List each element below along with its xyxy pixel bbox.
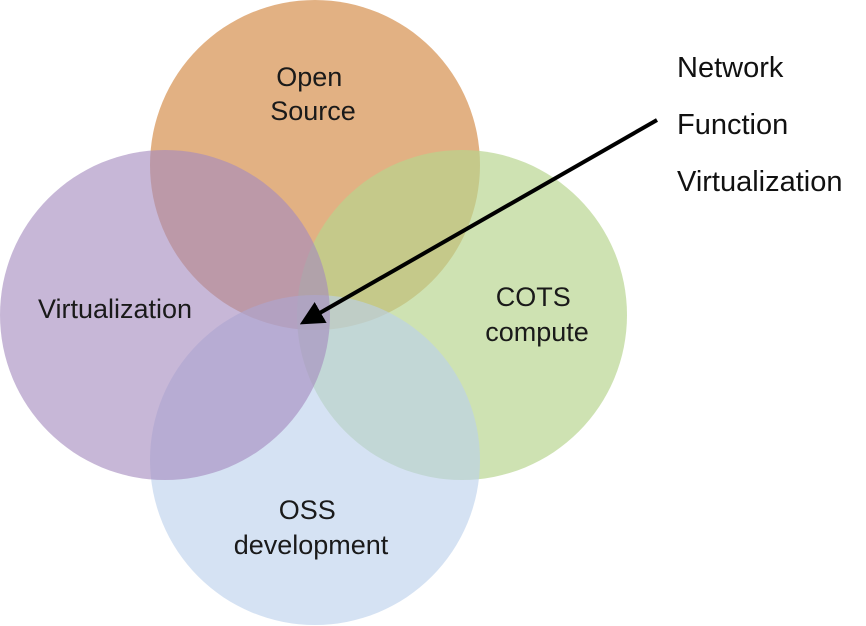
open-source-label: Open Source — [270, 62, 356, 126]
oss-development-label-line1: OSS — [279, 495, 336, 525]
callout-arrow — [299, 118, 658, 325]
oss-development-label: OSS development — [234, 495, 389, 560]
open-source-label-line1: Open — [276, 62, 342, 92]
cots-compute-label: COTS compute — [485, 282, 589, 347]
open-source-label-line2: Source — [270, 96, 356, 126]
virtualization-label: Virtualization — [38, 294, 192, 324]
virtualization-circle — [0, 150, 330, 480]
callout-label: Network Function Virtualization — [677, 52, 843, 198]
callout-line-virtualization: Virtualization — [677, 166, 843, 198]
cots-compute-label-line2: compute — [485, 317, 589, 347]
callout-line-network: Network — [677, 52, 784, 84]
virtualization-label-line1: Virtualization — [38, 294, 192, 324]
oss-development-label-line2: development — [234, 530, 389, 560]
callout-line-function: Function — [677, 109, 788, 141]
cots-compute-label-line1: COTS — [496, 282, 571, 312]
